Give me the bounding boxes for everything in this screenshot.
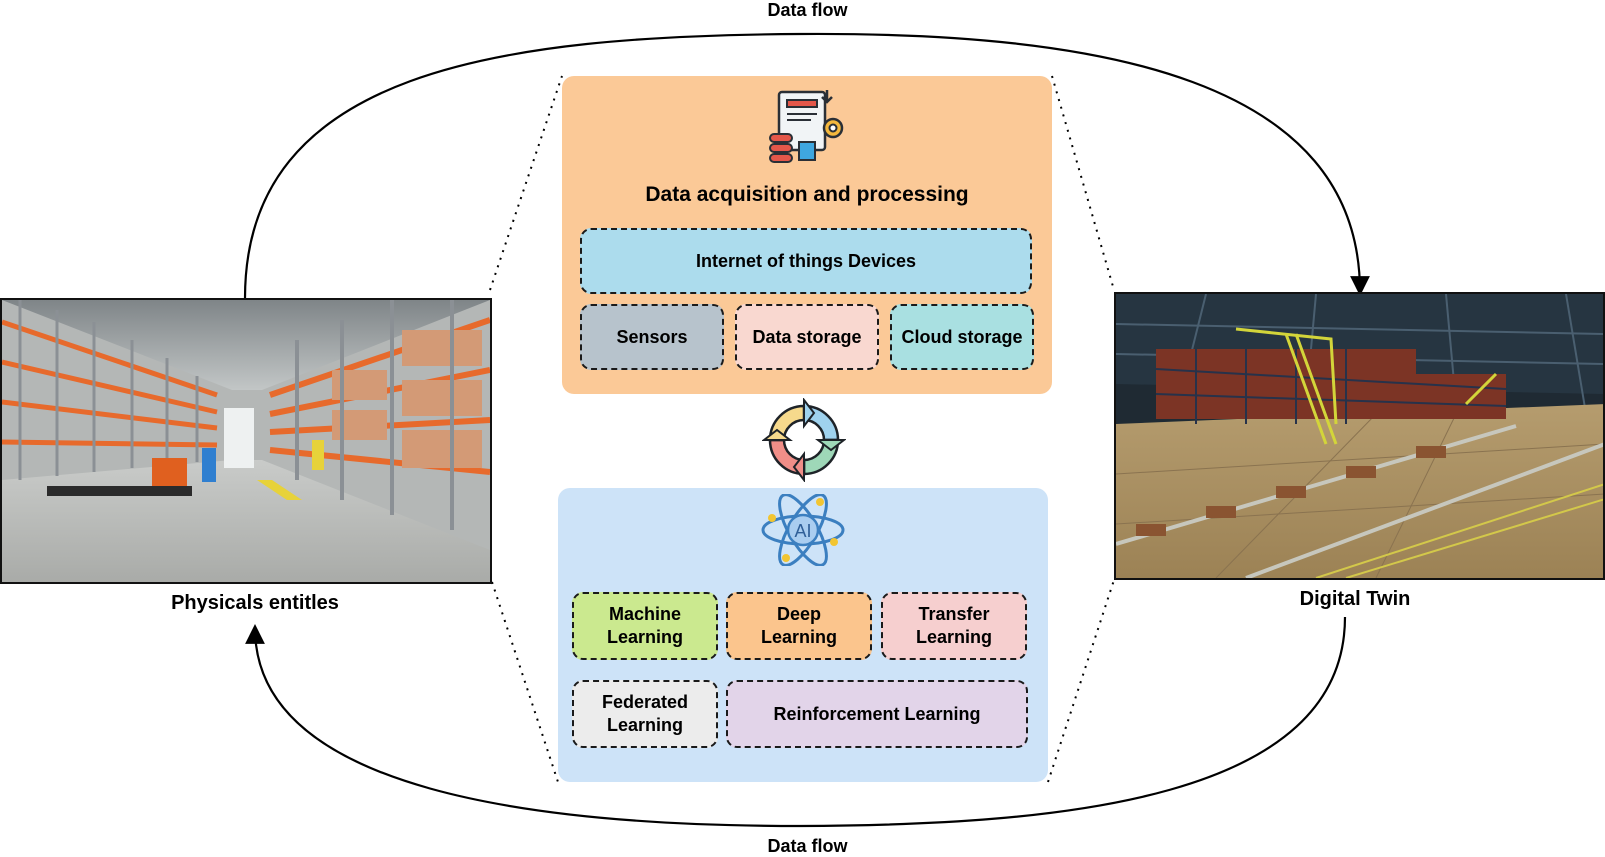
cloud-storage-box: Cloud storage (890, 304, 1034, 370)
physical-entities-caption: Physicals entitles (171, 592, 339, 614)
deep-learning-box: Deep Learning (726, 592, 872, 660)
digital-twin-render (1114, 292, 1605, 580)
ai-atom-icon: AI (761, 494, 845, 566)
iot-devices-box: Internet of things Devices (580, 228, 1032, 294)
reinforcement-learning-box: Reinforcement Learning (726, 680, 1028, 748)
zoom-line-bottom-left (491, 581, 559, 783)
document-database-gear-icon (769, 90, 844, 163)
ai-panel: AI Machine Learning Deep Learning Transf… (558, 488, 1048, 782)
federated-learning-box: Federated Learning (572, 680, 718, 748)
data-acquisition-title: Data acquisition and processing (645, 183, 969, 206)
zoom-line-bottom-right (1047, 579, 1115, 783)
data-acquisition-panel: Data acquisition and processing Internet… (562, 76, 1052, 394)
top-data-flow-label: Data flow (767, 0, 848, 20)
digital-twin-caption: Digital Twin (1299, 588, 1411, 610)
ai-icon-text: AI (794, 521, 811, 541)
physical-warehouse-photo (0, 298, 492, 584)
refresh-cycle-icon (762, 398, 846, 482)
data-storage-box: Data storage (735, 304, 879, 370)
zoom-line-top-right (1051, 75, 1115, 291)
zoom-line-top-left (489, 75, 563, 291)
machine-learning-box: Machine Learning (572, 592, 718, 660)
top-data-flow-arrow (243, 32, 1370, 299)
bottom-data-flow-arrow (245, 616, 1347, 828)
bottom-data-flow-label: Data flow (767, 836, 848, 856)
transfer-learning-box: Transfer Learning (881, 592, 1027, 660)
sensors-box: Sensors (580, 304, 724, 370)
